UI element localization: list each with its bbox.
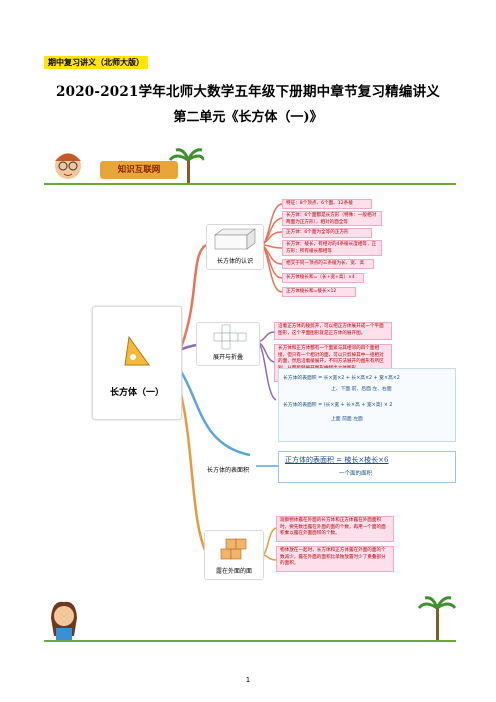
node-exposed-faces: 露在外面的面 (204, 530, 264, 580)
stacked-boxes-icon (220, 538, 247, 560)
divider-bottom (44, 640, 456, 642)
table-row-1: 长方体的表面积 = 长×宽×2 + 长×高×2 + 宽×高×2 (283, 376, 400, 381)
cartoon-boy-icon (55, 148, 206, 184)
cube-net-icon (213, 324, 247, 350)
surface-area-table: 长方体的表面积 = 长×宽×2 + 长×高×2 + 宽×高×2 上、下面 前、后… (278, 368, 456, 442)
node-unfold: 展开与折叠 (196, 322, 260, 366)
page-number: 1 (245, 676, 251, 684)
table-row-1-sub: 上、下面 前、后面 左、右面 (331, 387, 392, 392)
mindmap-center: 长方体（一） (92, 306, 182, 420)
formula-sub: 一个面的面积 (339, 471, 373, 477)
leaf-4-1: 观察物体露在外面的长方体和正方体露在外面面积时，要先数出露在外面的面的个数，再用… (276, 516, 394, 542)
divider-top (44, 183, 456, 185)
palm-tree-icon (168, 148, 206, 184)
bottom-decoration (51, 596, 456, 640)
leaf-1-7: 正方体棱长和=棱长×12 (282, 287, 356, 297)
page-title: 2020-2021学年北师大数学五年级下册期中章节复习精编讲义 (56, 84, 440, 100)
leaf-1-3: 正方体：6个面为全等的正方形 (282, 228, 372, 238)
node-label: 长方体的表面积 (206, 467, 249, 474)
cube-formula: 正方体的表面积 = 棱长×棱长×6 一个面的面积 (278, 451, 456, 483)
banner-label: 知识互联网 (100, 161, 178, 179)
header-tag: 期中复习讲义（北师大版） (44, 56, 148, 69)
table-row-2: 长方体的表面积 = (长×宽 + 长×高 + 宽×高) × 2 (283, 403, 393, 408)
table-row-2-sub: 上面 前面 左面 (331, 417, 363, 422)
cuboid-icon (214, 228, 256, 250)
cartoon-girl-icon (51, 601, 77, 640)
leaf-1-2: 长方体：6个面都是长方形（特殊：一般相对两面为正方形），相对的面全等 (282, 211, 382, 226)
page-subtitle: 第二单元《长方体（一)》 (173, 110, 323, 125)
node-cuboid-intro: 长方体的认识 (206, 224, 264, 270)
leaf-1-4: 长方体：棱长，有相对的4条棱长度相等，正方形：所有棱长都相等 (282, 240, 382, 256)
node-surface-area: 长方体的表面积 (200, 460, 256, 478)
knowledge-banner: 知识互联网 (44, 146, 206, 186)
node-label: 露在外面的面 (215, 568, 252, 575)
triangle-ruler-icon (124, 335, 150, 366)
leaf-1-6: 长方体棱长和=（长+宽+高）×4 (282, 273, 364, 283)
palm-tree-icon (417, 596, 456, 640)
leaf-1-5: 相交于同一顶点的三条棱为长、宽、高 (282, 259, 374, 269)
node-label: 展开与折叠 (212, 354, 243, 361)
leaf-4-2: 物体放在一起时，长方体和正方体露在外面的面的个数减少，露在外面的面积比单独放置时… (276, 546, 394, 572)
center-label: 长方体（一） (109, 388, 164, 398)
leaf-2-1: 沿着正方体的棱剪开，可以把正方体展开成一个平面图形，这个平面图形就是正方体的展开… (274, 322, 392, 340)
formula-main: 正方体的表面积 = 棱长×棱长×6 (285, 456, 389, 464)
leaf-1-1: 特征：8个顶点、6个面、12条棱 (282, 199, 372, 209)
node-label: 长方体的认识 (216, 258, 253, 265)
